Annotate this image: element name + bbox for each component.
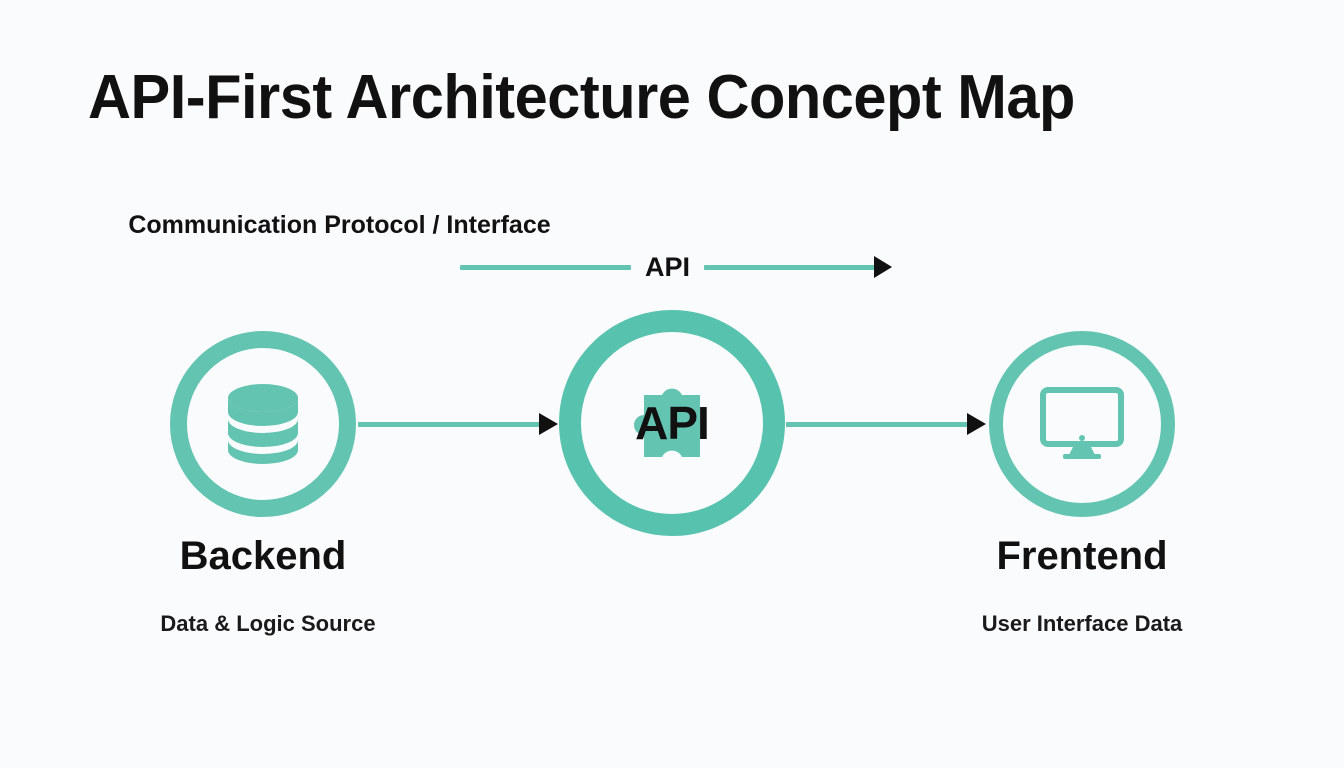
frontend-ring <box>989 331 1175 517</box>
page-title: API-First Architecture Concept Map <box>88 63 1075 132</box>
api-icon-wrap: API <box>620 371 724 475</box>
puzzle-piece-icon <box>634 388 700 457</box>
backend-title: Backend <box>179 534 347 578</box>
protocol-caption-text: Communication Protocol / Interface <box>128 211 551 239</box>
protocol-api-label: API <box>645 251 691 282</box>
connector-api-to-frontend <box>786 413 986 435</box>
database-icon <box>228 384 298 464</box>
frontend-subtitle: User Interface Data <box>981 611 1183 636</box>
protocol-arrowhead-icon <box>874 256 893 278</box>
node-frontend[interactable] <box>989 331 1175 517</box>
backend-subtitle: Data & Logic Source <box>160 611 376 636</box>
protocol-arrow: API <box>460 248 893 286</box>
protocol-caption: Communication Protocol / Interface <box>0 211 1344 240</box>
protocol-line-left <box>460 264 631 270</box>
arrowhead-icon <box>539 413 558 435</box>
connector-line <box>358 421 541 427</box>
api-node-label: API <box>635 397 710 449</box>
api-ring: API <box>559 310 785 536</box>
backend-ring <box>170 331 356 517</box>
frontend-title: Frentend <box>996 534 1168 578</box>
arrowhead-icon <box>967 413 986 435</box>
connector-line <box>786 421 969 427</box>
node-api[interactable]: API <box>559 310 785 536</box>
node-backend[interactable] <box>170 331 356 517</box>
connector-backend-to-api <box>358 413 558 435</box>
monitor-icon <box>1040 387 1124 459</box>
protocol-line-right <box>704 264 876 270</box>
